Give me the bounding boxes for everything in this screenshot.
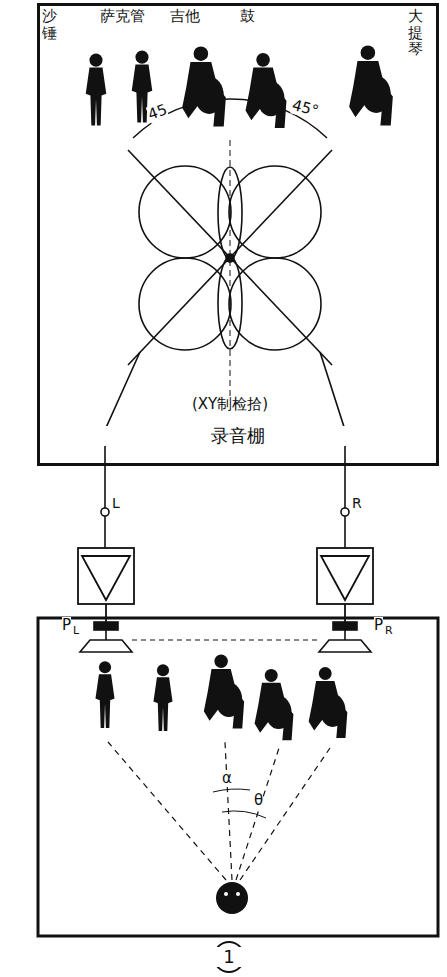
- phantom-image-musicians: [95, 655, 347, 741]
- instrument-label: 鼓: [240, 8, 255, 25]
- terminal-label: R: [352, 496, 362, 511]
- figure-number: 1: [212, 940, 252, 974]
- instrument-label: 大提琴: [408, 8, 423, 58]
- amplifier: [78, 548, 373, 628]
- instrument-label: 沙锤: [42, 8, 57, 41]
- angle-label: α: [222, 770, 232, 787]
- speaker-label: P: [374, 617, 383, 634]
- node-text: 1: [212, 947, 246, 967]
- xy-polar-pattern: [128, 140, 332, 398]
- angle-label: 45°: [290, 97, 320, 120]
- speaker-label-subscript: L: [73, 625, 79, 637]
- mic-wires: [101, 352, 349, 548]
- theta-arc: [222, 811, 266, 818]
- terminal-label: L: [112, 496, 120, 511]
- pickup-method-label: (XY制检拾): [192, 396, 268, 413]
- angle-label: 45: [146, 101, 170, 123]
- loudspeaker: [80, 622, 371, 652]
- instrument-label: 吉他: [170, 8, 200, 25]
- speaker-label-subscript: R: [385, 625, 393, 637]
- angle-label: θ: [254, 792, 263, 809]
- listening-room: [38, 618, 438, 936]
- node-text: 录音棚: [40, 426, 436, 446]
- listener-head: [216, 882, 248, 914]
- sight-lines: [108, 742, 330, 880]
- speaker-baseline: [132, 640, 319, 641]
- alpha-arc: [213, 789, 250, 792]
- studio-musicians: [86, 45, 393, 128]
- instrument-label: 萨克管: [100, 8, 145, 25]
- speaker-label: P: [62, 617, 71, 634]
